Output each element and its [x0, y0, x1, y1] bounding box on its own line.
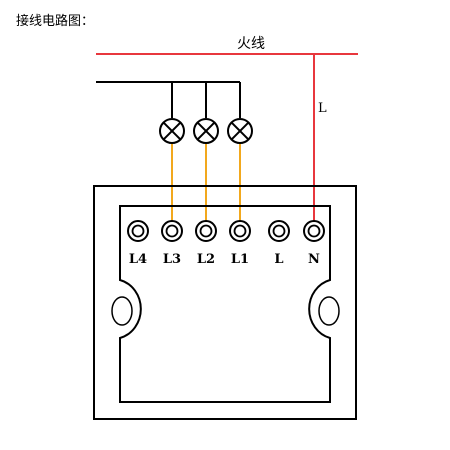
- live-branch-label: L: [318, 101, 327, 116]
- neutral-wire: [96, 81, 241, 118]
- left-mounting-hole: [111, 296, 133, 326]
- terminal-l: L: [268, 220, 290, 267]
- terminal-l2: L2: [195, 220, 217, 267]
- terminal-l4: L4: [127, 220, 149, 267]
- terminal-label: L4: [129, 252, 147, 267]
- lamp-icon: [159, 118, 185, 144]
- terminal-label: L1: [231, 252, 249, 267]
- terminal-label: L: [274, 252, 283, 267]
- right-mounting-hole: [318, 296, 340, 326]
- diagram-title: 接线电路图：: [16, 14, 95, 29]
- lamp-icon: [227, 118, 253, 144]
- terminal-label: L2: [197, 252, 215, 267]
- terminal-l1: L1: [229, 220, 251, 267]
- switch-outer-frame: [93, 185, 357, 420]
- terminal-l3: L3: [161, 220, 183, 267]
- live-wire-label: 火线: [237, 36, 265, 52]
- terminal-label: N: [308, 252, 320, 267]
- lamp-icon: [193, 118, 219, 144]
- terminal-n: N: [303, 220, 325, 267]
- terminal-label: L3: [163, 252, 181, 267]
- switch-inner-frame: [119, 205, 331, 403]
